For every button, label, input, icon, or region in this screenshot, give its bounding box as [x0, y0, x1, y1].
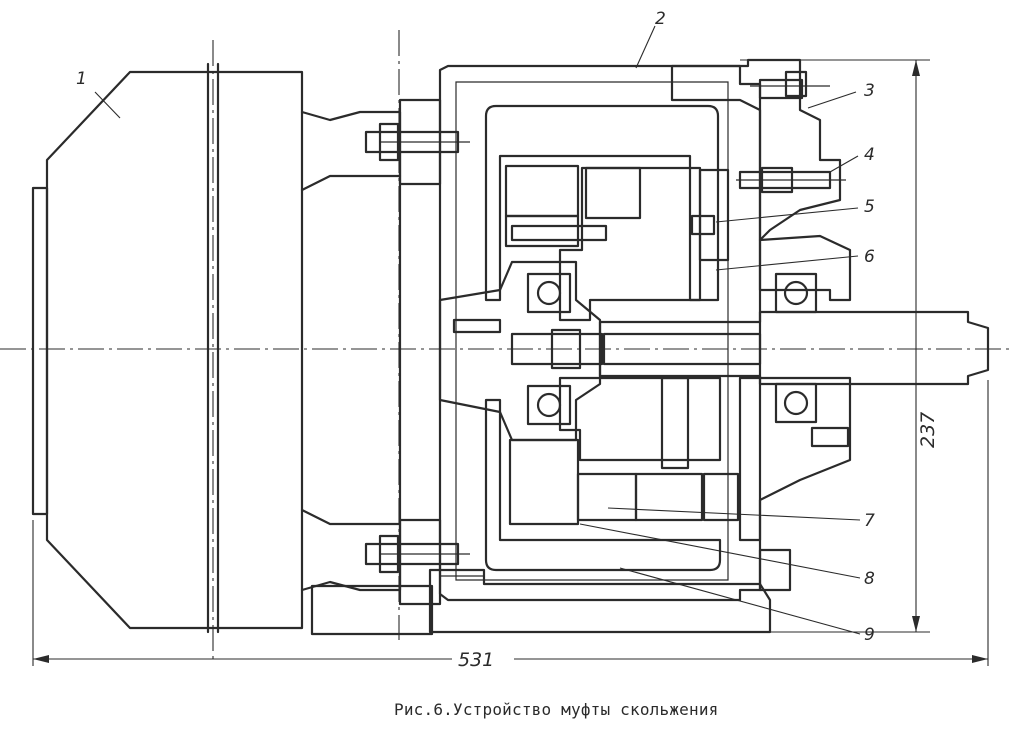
label-part-9: 9 — [864, 625, 875, 645]
dimension-531 — [32, 380, 989, 672]
bearing-left-lower — [526, 384, 572, 426]
label-part-2: 2 — [655, 9, 666, 29]
leader-lines — [94, 25, 861, 635]
bearing-right-lower — [774, 382, 818, 424]
label-part-7: 7 — [864, 511, 875, 531]
hub — [438, 260, 602, 442]
label-part-3: 3 — [864, 81, 875, 101]
lower-flange — [364, 518, 470, 606]
figure-caption: Рис.6.Устройство муфты скольжения — [394, 700, 719, 719]
label-part-1: 1 — [76, 69, 87, 89]
inner-drum-lower — [484, 398, 722, 572]
bearing-right-upper — [774, 272, 818, 314]
rotor-upper — [504, 164, 730, 322]
bottom-flange — [428, 568, 772, 634]
label-part-5: 5 — [864, 197, 875, 217]
adjust-bolt — [736, 166, 846, 194]
bearing-left-upper — [526, 272, 572, 314]
motor-housing — [31, 62, 434, 636]
center-axes — [0, 30, 1010, 660]
label-part-4: 4 — [864, 145, 875, 165]
dimension-width-text: 531 — [458, 649, 494, 671]
dimension-237 — [740, 59, 930, 633]
rotor-lower — [508, 376, 740, 526]
dimension-height-text: 237 — [917, 412, 939, 448]
end-housing-lower — [738, 376, 852, 592]
label-part-6: 6 — [864, 247, 875, 267]
output-shaft — [598, 310, 990, 386]
inner-drum-upper — [484, 104, 720, 302]
label-part-8: 8 — [864, 569, 875, 589]
